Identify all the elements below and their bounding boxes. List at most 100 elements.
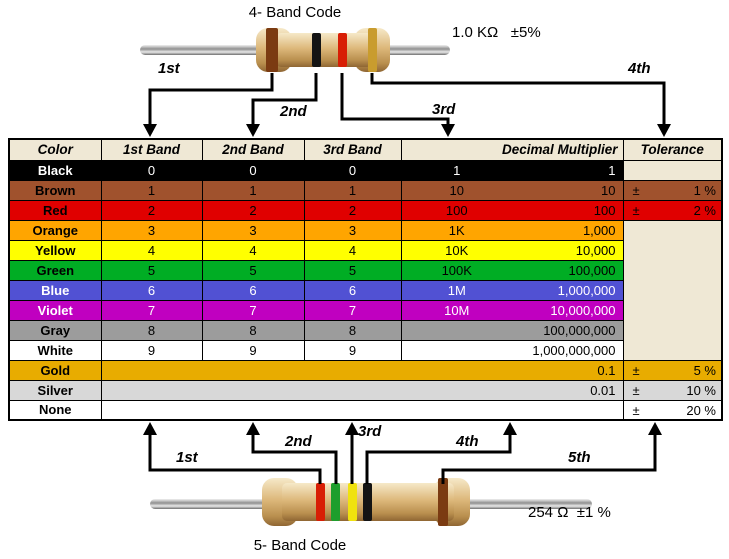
- bottom-arrowheads: [143, 422, 662, 435]
- cell-color-name: Silver: [9, 379, 101, 400]
- cell-band1: 6: [100, 279, 202, 300]
- cell-band3: 7: [303, 299, 401, 320]
- arrow-label-bottom-4th: 4th: [456, 433, 479, 450]
- cell-color-name: None: [9, 399, 101, 420]
- cell-tolerance: ±2 %: [622, 199, 722, 220]
- multiplier-short: 1K: [448, 223, 465, 239]
- multiplier-full: 10: [601, 183, 616, 199]
- header-3rd-band: 3rd Band: [303, 139, 401, 161]
- multiplier-full: 100,000,000: [543, 323, 616, 339]
- color-code-table: Color 1st Band 2nd Band 3rd Band Decimal…: [8, 138, 723, 421]
- cell-bands-and-multiplier: 0.01: [100, 379, 623, 400]
- arrowhead-icon: [345, 422, 359, 435]
- header-color: Color: [9, 139, 101, 161]
- five-band-value-label: 254 Ω ±1 %: [528, 504, 611, 521]
- cell-color-name: Orange: [9, 219, 101, 240]
- cell-band3: 1: [303, 179, 401, 200]
- cell-color-name: Green: [9, 259, 101, 280]
- cell-band1: 2: [100, 199, 202, 220]
- cell-tolerance-empty: [622, 219, 722, 360]
- plus-minus: ±: [632, 363, 640, 379]
- cell-band3: 9: [303, 339, 401, 360]
- cell-tolerance: [622, 159, 722, 180]
- arrow-line-1st: [148, 73, 274, 126]
- cell-tolerance: ±5 %: [622, 359, 722, 380]
- cell-band2: 6: [201, 279, 304, 300]
- top-arrows: [148, 73, 666, 126]
- cell-color-name: White: [9, 339, 101, 360]
- resistor-body-middle: [276, 33, 372, 67]
- cell-tolerance: ±1 %: [622, 179, 722, 200]
- cell-band1: 5: [100, 259, 202, 280]
- tolerance-value: 10 %: [686, 383, 716, 399]
- band-green-icon: [331, 483, 340, 521]
- band-black-icon: [312, 33, 321, 67]
- cell-color-name: Red: [9, 199, 101, 220]
- cell-band1: 8: [100, 319, 202, 340]
- cell-band3: 8: [303, 319, 401, 340]
- multiplier-short: 1: [453, 163, 461, 179]
- cell-band1: 3: [100, 219, 202, 240]
- cell-color-name: Blue: [9, 279, 101, 300]
- multiplier-short: 100: [445, 203, 468, 219]
- arrow-line-4th: [370, 73, 666, 126]
- multiplier-full: 1,000: [582, 223, 616, 239]
- arrow-label-bottom-1st: 1st: [176, 449, 198, 466]
- multiplier-full: 1,000,000: [557, 283, 616, 299]
- arrow-label-top-1st: 1st: [158, 60, 180, 77]
- multiplier-full: 10,000,000: [550, 303, 616, 319]
- cell-band2: 2: [201, 199, 304, 220]
- arrowhead-icon: [648, 422, 662, 435]
- multiplier-short: 10: [449, 183, 464, 199]
- cell-band1: 9: [100, 339, 202, 360]
- header-2nd-band: 2nd Band: [201, 139, 304, 161]
- table-row-none: None±20 %: [9, 399, 722, 420]
- band-brown-icon: [438, 478, 448, 526]
- cell-band3: 3: [303, 219, 401, 240]
- cell-band1: 0: [100, 159, 202, 180]
- header-decimal-multiplier: Decimal Multiplier: [400, 139, 623, 161]
- arrow-label-top-3rd: 3rd: [432, 101, 456, 118]
- arrowhead-icon: [143, 124, 157, 137]
- arrowhead-icon: [441, 124, 455, 137]
- cell-band2: 5: [201, 259, 304, 280]
- cell-band3: 6: [303, 279, 401, 300]
- arrow-label-top-4th: 4th: [628, 60, 651, 77]
- cell-band1: 7: [100, 299, 202, 320]
- cell-band3: 2: [303, 199, 401, 220]
- multiplier-full: 1,000,000,000: [532, 343, 616, 359]
- band-yellow-icon: [348, 483, 357, 521]
- arrowhead-icon: [657, 124, 671, 137]
- tolerance-value: 1 %: [693, 183, 716, 199]
- multiplier-short: 1M: [447, 283, 466, 299]
- five-band-title: 5- Band Code: [253, 537, 347, 554]
- cell-color-name: Violet: [9, 299, 101, 320]
- four-band-title: 4- Band Code: [248, 4, 342, 21]
- cell-color-name: Black: [9, 159, 101, 180]
- cell-multiplier: 1K 1,000: [400, 219, 623, 240]
- arrow-line-3rd: [340, 73, 450, 126]
- arrowhead-icon: [246, 124, 260, 137]
- arrow-label-top-2nd: 2nd: [280, 103, 307, 120]
- arrowhead-icon: [503, 422, 517, 435]
- cell-tolerance: ±10 %: [622, 379, 722, 400]
- band-black-icon: [363, 483, 372, 521]
- tolerance-value: 5 %: [693, 363, 716, 379]
- arrow-label-bottom-5th: 5th: [568, 449, 591, 466]
- cell-band3: 5: [303, 259, 401, 280]
- table-header-row: Color 1st Band 2nd Band 3rd Band Decimal…: [9, 139, 722, 161]
